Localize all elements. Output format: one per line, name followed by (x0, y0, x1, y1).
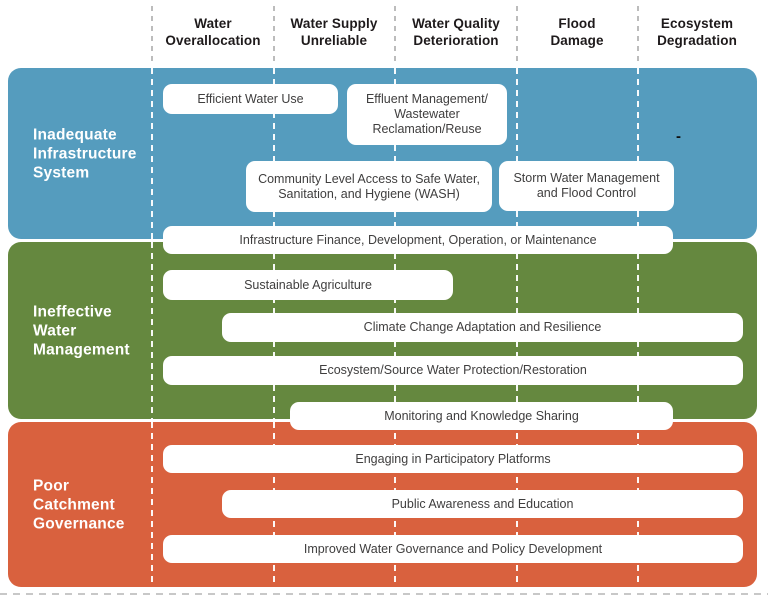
intervention-box: Ecosystem/Source Water Protection/Restor… (163, 356, 743, 385)
column-separator-line-band (151, 242, 153, 419)
row-label-inadequate-infrastructure-system: Inadequate Infrastructure System (33, 126, 137, 181)
column-separator-line-header (637, 6, 639, 64)
column-header-1: Water Overallocation (165, 16, 261, 48)
intervention-box: Effluent Management/ Wastewater Reclamat… (347, 84, 507, 145)
intervention-box: Sustainable Agriculture (163, 270, 453, 300)
row-label-ineffective-water-management: Ineffective Water Management (33, 303, 130, 358)
column-separator-line-header (394, 6, 396, 64)
intervention-box: Efficient Water Use (163, 84, 338, 114)
column-separator-line-band (515, 68, 518, 239)
column-separator-line-band (272, 68, 275, 239)
column-header-2: Water Supply Unreliable (290, 16, 378, 48)
intervention-box: Community Level Access to Safe Water, Sa… (246, 161, 492, 212)
intervention-box: Engaging in Participatory Platforms (163, 445, 743, 473)
page-divider-dashed-line (0, 593, 768, 595)
column-header-3: Water Quality Deterioration (412, 16, 500, 48)
column-header-5: Ecosystem Degradation (657, 16, 737, 48)
column-separator-line-band (394, 68, 396, 239)
row-label-poor-catchment-governance: Poor Catchment Governance (33, 477, 125, 532)
intervention-box: Improved Water Governance and Policy Dev… (163, 535, 743, 563)
column-separator-line-header (151, 6, 153, 64)
intervention-box: Public Awareness and Education (222, 490, 743, 518)
column-separator-line-band (637, 68, 639, 239)
column-separator-line-band (151, 422, 153, 587)
intervention-box: Infrastructure Finance, Development, Ope… (163, 226, 673, 254)
intervention-box: Storm Water Management and Flood Control (499, 161, 674, 211)
column-separator-line-header (272, 6, 275, 64)
column-separator-line-header (515, 6, 518, 64)
empty-cell-dash: - (676, 128, 681, 145)
intervention-box: Climate Change Adaptation and Resilience (222, 313, 743, 342)
column-separator-line-band (151, 68, 153, 239)
intervention-box: Monitoring and Knowledge Sharing (290, 402, 673, 430)
column-header-4: Flood Damage (550, 16, 604, 48)
